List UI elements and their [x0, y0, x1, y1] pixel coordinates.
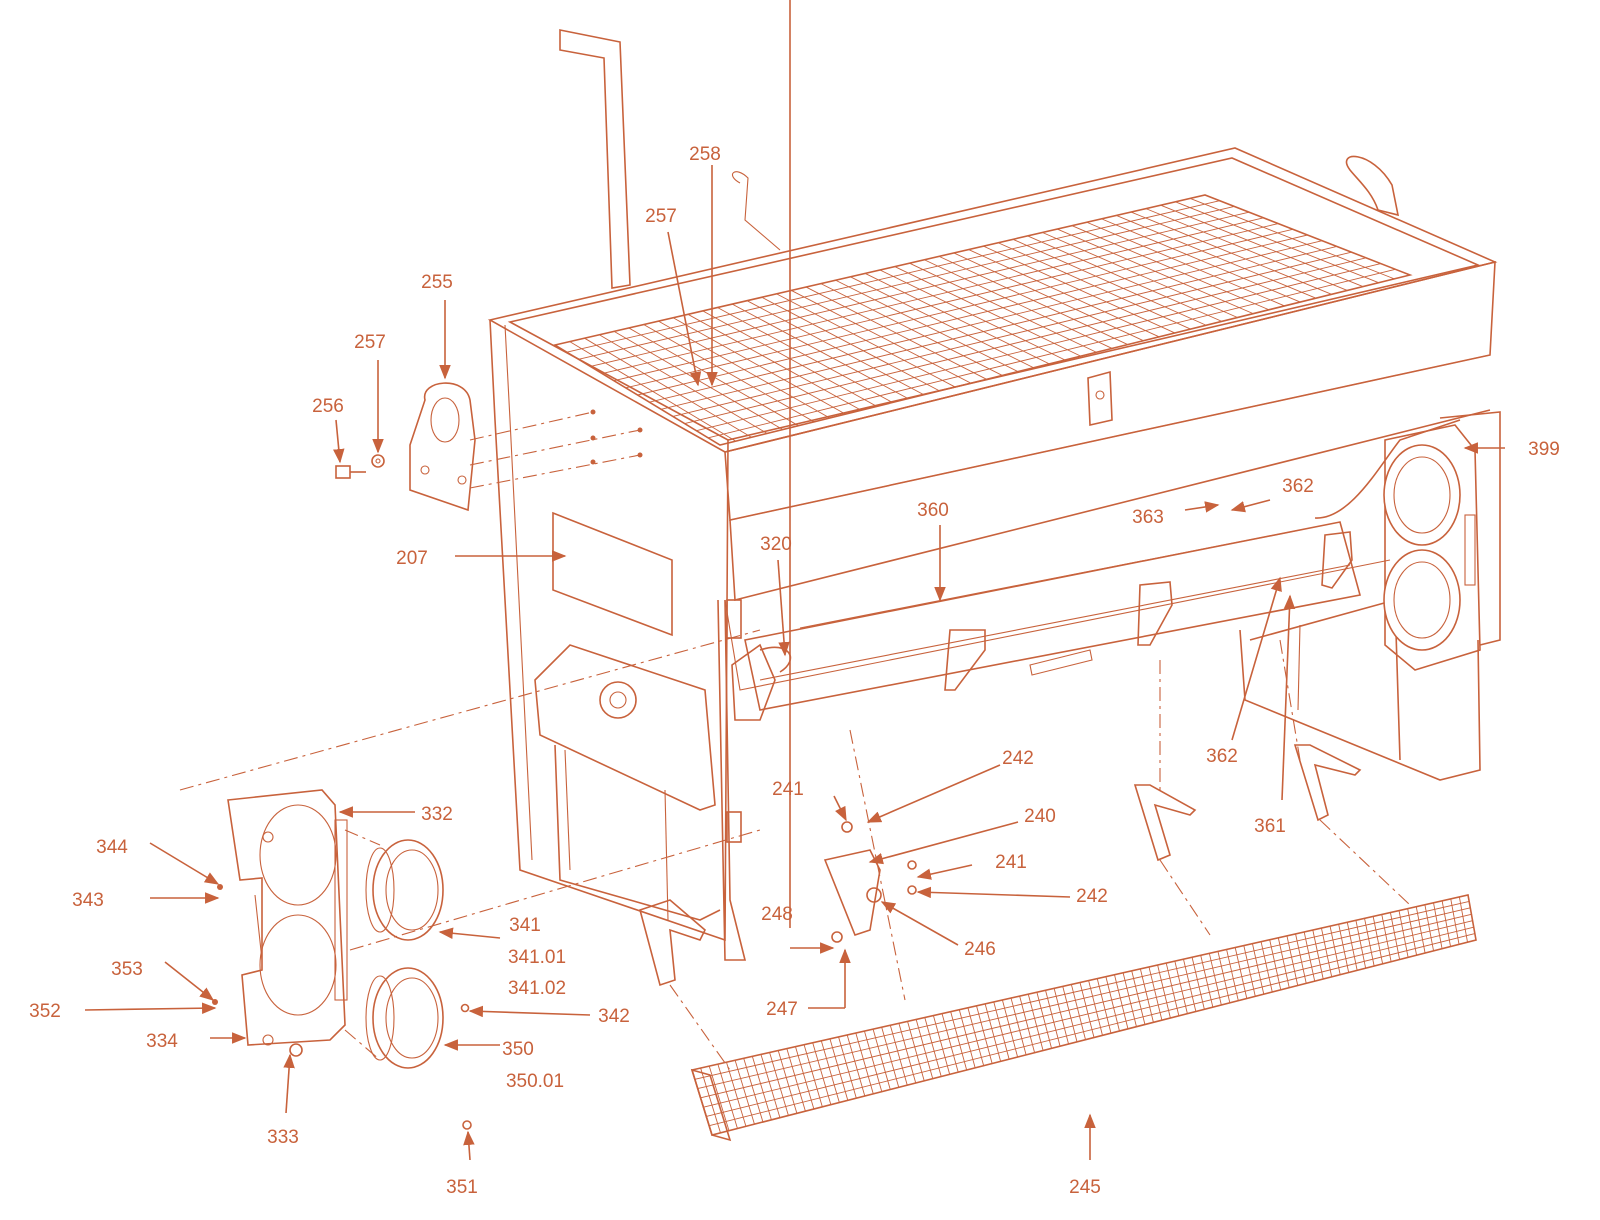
callout-248: 248 — [761, 904, 793, 925]
lamp-350 — [365, 967, 444, 1069]
callout-362-top: 362 — [1282, 476, 1314, 497]
lamp-341 — [365, 839, 444, 941]
callout-352: 352 — [29, 1001, 61, 1022]
step-plate — [690, 894, 1477, 1142]
top-screen-grid — [552, 194, 1413, 446]
callout-343: 343 — [72, 890, 104, 911]
callout-257-top: 257 — [645, 206, 677, 227]
callout-256: 256 — [312, 396, 344, 417]
callout-242-top: 242 — [1002, 748, 1034, 769]
callout-342: 342 — [598, 1006, 630, 1027]
callout-344: 344 — [96, 837, 128, 858]
callout-257-left: 257 — [354, 332, 386, 353]
callout-240: 240 — [1024, 806, 1056, 827]
callout-362-bottom: 362 — [1206, 746, 1238, 767]
callout-334: 334 — [146, 1031, 178, 1052]
callout-350: 350 — [502, 1039, 534, 1060]
callout-363: 363 — [1132, 507, 1164, 528]
right-lamp-assembly — [1383, 424, 1481, 671]
left-lamp-bracket — [227, 789, 348, 1046]
callout-333: 333 — [267, 1127, 299, 1148]
callout-242-right: 242 — [1076, 886, 1108, 907]
callout-332: 332 — [421, 804, 453, 825]
assembly-lines — [179, 411, 1411, 1071]
callout-241-top: 241 — [772, 779, 804, 800]
callout-247: 247 — [766, 999, 798, 1020]
callout-350-01: 350.01 — [506, 1071, 564, 1092]
callout-246: 246 — [964, 939, 996, 960]
callout-341-02: 341.02 — [508, 978, 566, 999]
callout-353: 353 — [111, 959, 143, 980]
callout-241-right: 241 — [995, 852, 1027, 873]
callout-245: 245 — [1069, 1177, 1101, 1198]
callout-320: 320 — [760, 534, 792, 555]
callout-341: 341 — [509, 915, 541, 936]
hopper-body — [335, 29, 1501, 961]
callout-360: 360 — [917, 500, 949, 521]
callout-258: 258 — [689, 144, 721, 165]
callout-351: 351 — [446, 1177, 478, 1198]
callout-207: 207 — [396, 548, 428, 569]
callout-341-01: 341.01 — [508, 947, 566, 968]
small-hardware — [212, 599, 1362, 1130]
callout-399: 399 — [1528, 439, 1560, 460]
callout-361: 361 — [1254, 816, 1286, 837]
light-bar-assembly — [731, 419, 1461, 721]
callout-255: 255 — [421, 272, 453, 293]
callout-labels: 258 257 255 257 256 207 320 360 363 362 … — [29, 144, 1560, 1198]
callout-leaders — [84, 0, 1505, 1161]
